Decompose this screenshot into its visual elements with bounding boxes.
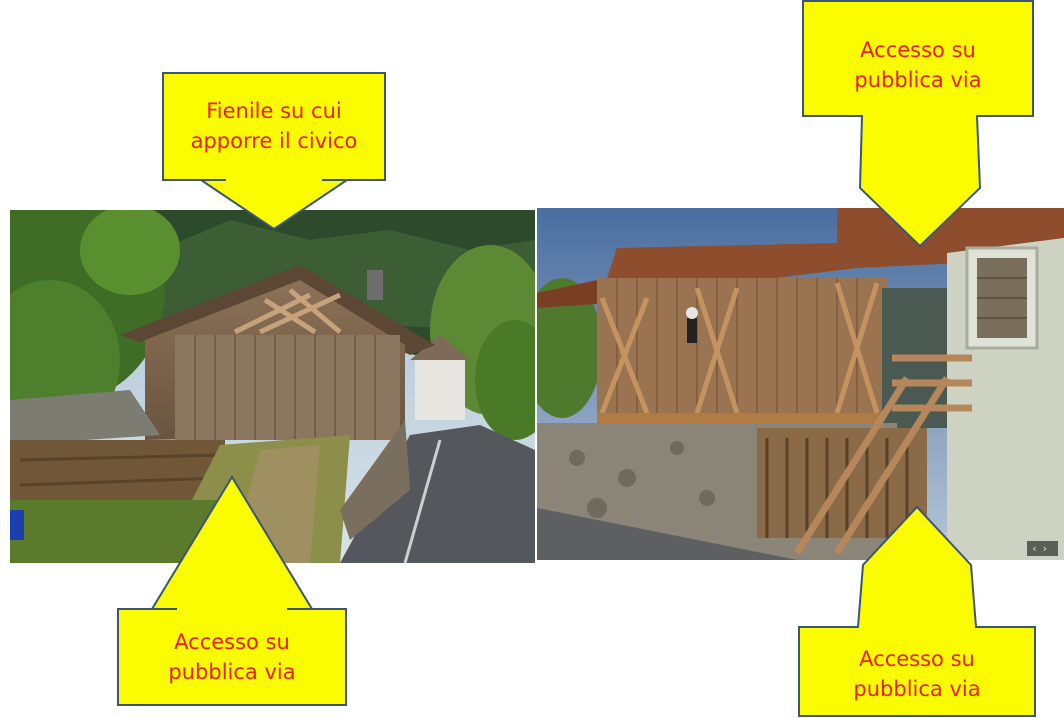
callout-label: Accesso su pubblica via bbox=[853, 647, 981, 701]
callout-barn-house-number: Fienile su cui apporre il civico bbox=[162, 72, 386, 232]
up-arrow-callout-shape bbox=[117, 475, 347, 706]
callout-access-public-road-left: Accesso su pubblica via bbox=[117, 474, 347, 706]
down-arrow-callout-shape bbox=[162, 72, 386, 231]
previous-arrow-icon[interactable]: ‹ bbox=[1032, 542, 1043, 555]
photo-navigation[interactable]: ‹› bbox=[1027, 541, 1058, 556]
callout-label: Accesso su pubblica via bbox=[854, 38, 982, 92]
callout-label: Fienile su cui apporre il civico bbox=[190, 99, 358, 153]
callout-access-public-road-bottom-right: Accesso su pubblica via bbox=[798, 505, 1036, 717]
barn-photo-right: ‹› bbox=[537, 208, 1064, 560]
up-arrow-callout-shape bbox=[798, 505, 1036, 717]
barn-photo-left bbox=[10, 210, 535, 563]
callout-access-public-road-top-right: Accesso su pubblica via bbox=[802, 0, 1034, 248]
down-arrow-callout-shape bbox=[802, 0, 1034, 248]
callout-label: Accesso su pubblica via bbox=[168, 630, 296, 684]
next-arrow-icon[interactable]: › bbox=[1042, 542, 1053, 555]
